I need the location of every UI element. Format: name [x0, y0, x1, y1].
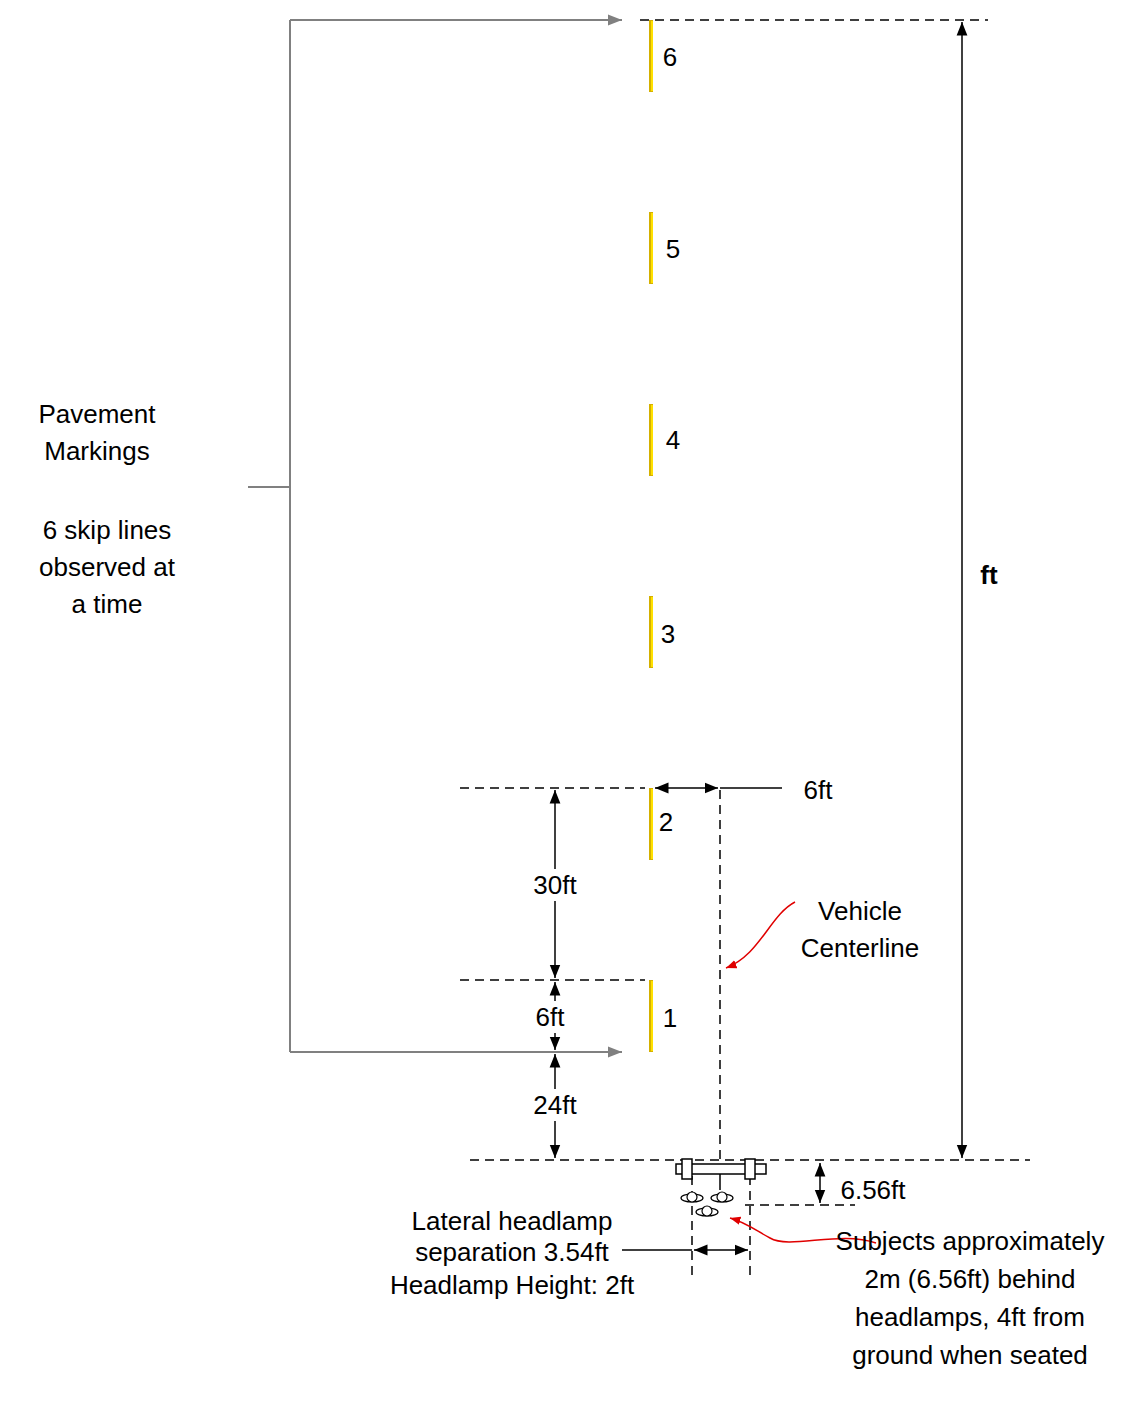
vehicle: [676, 1159, 766, 1190]
callout-number: 3: [648, 618, 688, 650]
callout-label: Subjects approximately 2m (6.56ft) behin…: [828, 1222, 1113, 1374]
dimension-label: ft: [977, 559, 1000, 591]
dimension-label: 30ft: [530, 869, 579, 901]
subjects: [681, 1192, 733, 1216]
callout-number: 4: [653, 424, 693, 456]
reference-lines: [460, 20, 1030, 1276]
dimension-arrows: [555, 22, 962, 1250]
callout-number: 1: [650, 1002, 690, 1034]
dimension-label: 6.56ft: [828, 1174, 918, 1206]
dimension-label: 6ft: [533, 1001, 568, 1033]
dimension-label: Lateral headlamp separation 3.54ft: [397, 1206, 627, 1268]
note-text: 6 skip lines observed at a time: [32, 512, 182, 623]
callout-number: 5: [653, 233, 693, 265]
callout-number: 2: [646, 806, 686, 838]
dimension-label: 6ft: [783, 774, 853, 806]
grey-leader: [248, 20, 622, 1052]
group-label: Pavement Markings: [7, 396, 187, 470]
dimension-label: 24ft: [530, 1089, 579, 1121]
note-text: Headlamp Height: 2ft: [382, 1270, 642, 1301]
skip-lines: [649, 20, 653, 1052]
callout-number: 6: [650, 41, 690, 73]
callout-label: Vehicle Centerline: [780, 893, 940, 967]
